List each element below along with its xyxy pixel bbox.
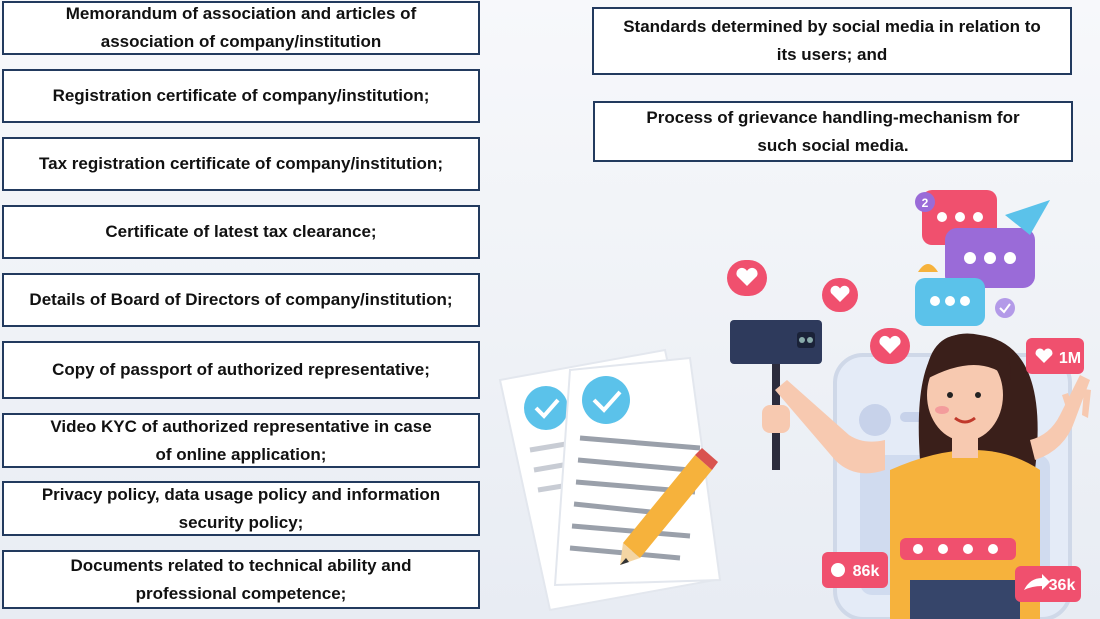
social-media-illustration: 2 (498, 190, 1091, 619)
requirement-box-4: Certificate of latest tax clearance; (2, 205, 480, 259)
heart-bubble-icon (727, 260, 767, 296)
requirement-text: such social media. (757, 135, 909, 155)
requirement-text: Certificate of latest tax clearance; (105, 222, 377, 241)
likes-count: 1M (1059, 350, 1081, 367)
comments-count: 86k (853, 563, 880, 580)
heart-bubble-icon (870, 328, 910, 364)
heart-bubble-icon (822, 278, 858, 312)
requirement-box-10: Standards determined by social media in … (592, 7, 1072, 75)
requirement-box-2: Registration certificate of company/inst… (2, 69, 480, 123)
requirement-box-11: Process of grievance handling-mechanism … (593, 101, 1073, 162)
shares-counter: 36k (1015, 566, 1081, 602)
reaction-bar (900, 538, 1016, 560)
requirement-box-3: Tax registration certificate of company/… (2, 137, 480, 191)
requirement-text: professional competence; (135, 583, 347, 603)
requirement-box-9: Documents related to technical ability a… (2, 550, 480, 609)
likes-counter: 1M (1026, 338, 1084, 374)
requirement-text: Documents related to technical ability a… (70, 555, 412, 575)
requirement-text: Registration certificate of company/inst… (52, 86, 430, 105)
requirement-text: Standards determined by social media in … (623, 17, 1041, 36)
comments-counter: 86k (822, 552, 888, 588)
requirement-text: of online application; (155, 444, 327, 464)
requirement-text: Privacy policy, data usage policy and in… (41, 484, 441, 504)
requirement-text: association of company/institution (100, 32, 382, 51)
pencil-icon (620, 448, 718, 565)
notification-badge: 2 (922, 196, 929, 210)
requirement-text: Copy of passport of authorized represent… (52, 360, 430, 379)
person-illustration (762, 333, 1091, 619)
selfie-stick-icon (730, 320, 822, 470)
requirement-text: Memorandum of association and articles o… (65, 4, 417, 23)
chat-bubbles-icon: 2 (915, 190, 1050, 326)
requirement-box-1: Memorandum of association and articles o… (2, 1, 480, 55)
requirement-box-6: Copy of passport of authorized represent… (2, 341, 480, 399)
requirement-box-7: Video KYC of authorized representative i… (2, 413, 480, 468)
requirement-text: its users; and (776, 45, 888, 64)
requirement-box-5: Details of Board of Directors of company… (2, 273, 480, 327)
requirement-text: Video KYC of authorized representative i… (50, 416, 432, 436)
requirement-text: security policy; (178, 512, 304, 532)
shares-count: 36k (1049, 577, 1076, 594)
requirement-text: Details of Board of Directors of company… (29, 290, 453, 309)
requirement-text: Process of grievance handling-mechanism … (646, 107, 1020, 127)
requirement-box-8: Privacy policy, data usage policy and in… (2, 481, 480, 536)
requirement-text: Tax registration certificate of company/… (39, 154, 443, 173)
document-front (553, 356, 722, 587)
